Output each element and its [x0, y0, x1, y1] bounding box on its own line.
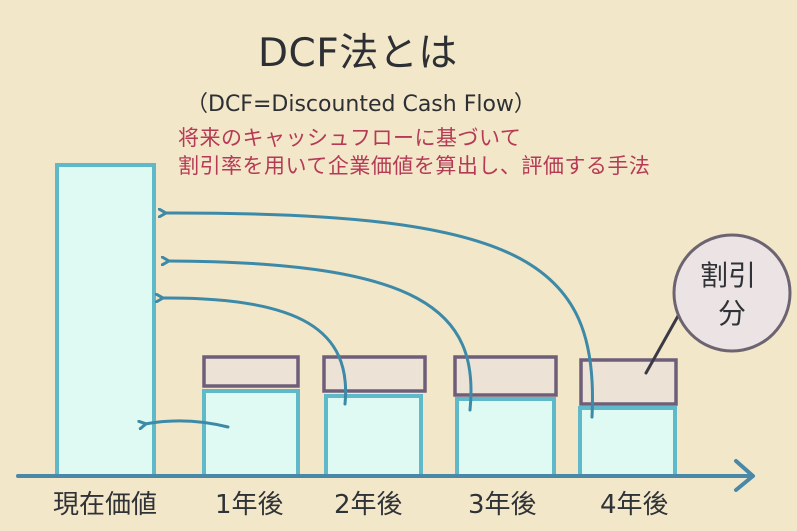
arrow-year2 — [162, 298, 348, 406]
x-label-year2: 2年後 — [334, 490, 403, 520]
present-value-box — [55, 163, 156, 478]
description-line-2: 割引率を用いて企業価値を算出し、評価する手法 — [178, 154, 651, 178]
x-label-year3: 3年後 — [468, 490, 537, 520]
year3-value-box — [455, 397, 556, 478]
arrow-year4 — [165, 213, 595, 419]
year1-discount-box — [202, 355, 300, 388]
arrow-year3 — [168, 261, 473, 412]
arrow-year1 — [145, 419, 230, 427]
bubble-pointer — [644, 314, 680, 375]
discount-bubble — [672, 233, 792, 353]
bubble-label-line-2: 分 — [718, 297, 747, 330]
year2-discount-box — [322, 355, 427, 393]
x-label-year4: 4年後 — [600, 490, 669, 520]
x-label-year1: 1年後 — [215, 490, 284, 520]
axis-arrowhead — [734, 459, 755, 492]
year4-value-box — [578, 406, 677, 478]
x-label-present-value: 現在価値 — [53, 490, 158, 520]
description-line-1: 将来のキャッシュフローに基づいて — [178, 126, 522, 150]
year2-value-box — [324, 394, 423, 478]
year4-discount-box — [579, 358, 678, 406]
year1-value-box — [202, 389, 300, 478]
bubble-label-line-1: 割引 — [700, 259, 757, 292]
page-subtitle: （DCF=Discounted Cash Flow） — [186, 92, 536, 117]
page-title: DCF法とは — [258, 31, 458, 76]
